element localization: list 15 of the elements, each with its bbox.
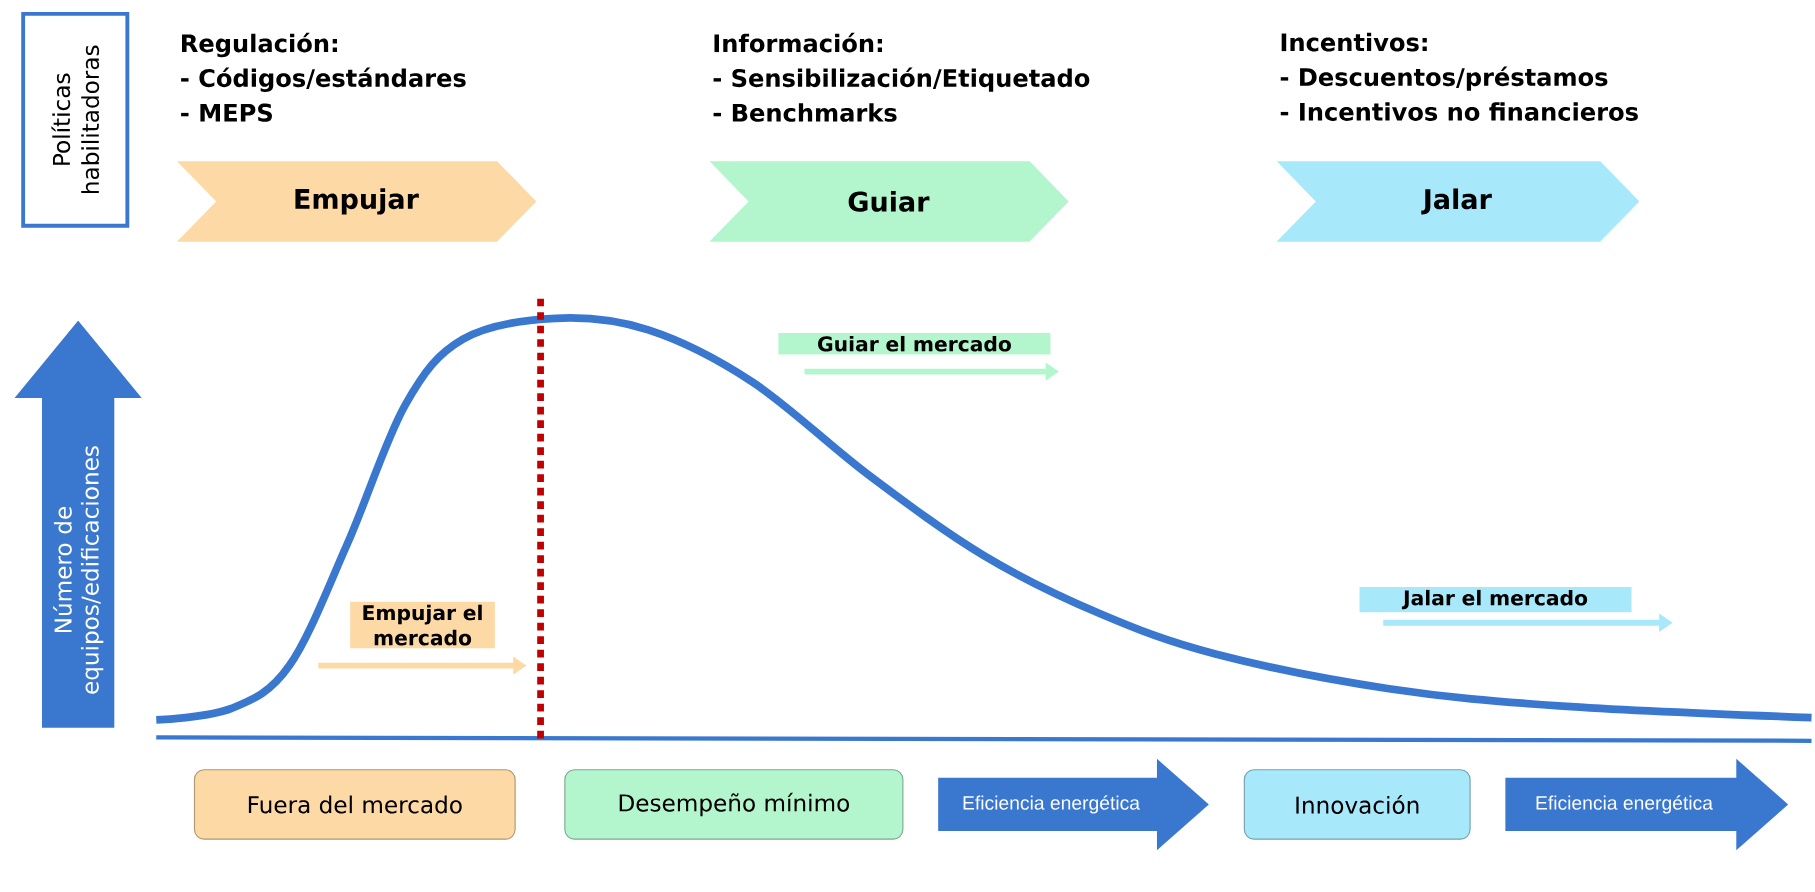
stage-box: Desempeño mínimo xyxy=(564,768,904,840)
chevron: Empujar xyxy=(170,158,541,245)
heading-list: Regulación: - Códigos/estándares - MEPS xyxy=(181,32,466,122)
chevron: Jalar xyxy=(1269,158,1644,245)
edge-label: Eficiencia energética xyxy=(1536,795,1713,814)
market-label: Jalar el mercado xyxy=(1359,586,1632,612)
heading-list: Incentivos: - Descuentos/préstamos - Incentivos no financieros xyxy=(1280,32,1638,121)
heading-list: Información: - Sensibilización/Etiquetado - Benchmarks xyxy=(713,32,1090,122)
stage-box: Innovación xyxy=(1243,768,1471,840)
edge-label: Eficiencia energética xyxy=(963,795,1140,814)
market-label: Guiar el mercado xyxy=(778,332,1051,355)
market-label: Empujar el mercado xyxy=(350,601,495,649)
policy-box: Políticas habilitadoras xyxy=(21,11,130,228)
chevron: Guiar xyxy=(702,158,1073,245)
stage-box: Fuera del mercado xyxy=(193,768,516,840)
